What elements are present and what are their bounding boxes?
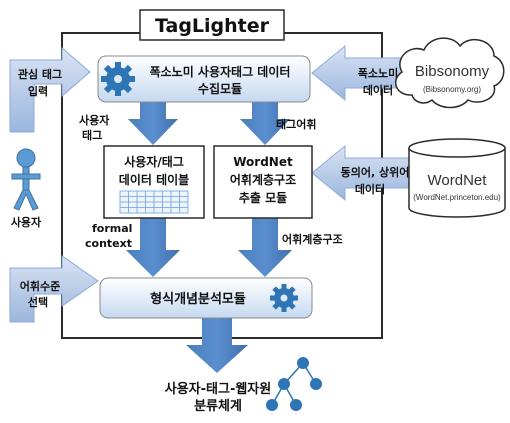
bibsonomy-cloud-icon (394, 37, 505, 109)
bibsonomy-name: Bibsonomy (415, 63, 490, 80)
module-wordnet-line2: 어휘계층구조 (230, 172, 296, 187)
label-formal: formal (92, 222, 132, 235)
taxonomy-tree-icon (266, 357, 322, 411)
label-interest-input: 입력 (28, 85, 48, 98)
module-fca-label: 형식개념분석모듈 (150, 291, 246, 307)
arrow-formal-context (126, 217, 180, 277)
label-folksonomy-data: 데이터 (363, 83, 393, 97)
module-wordnet-extraction (213, 145, 313, 219)
system-title: TagLighter (155, 15, 270, 37)
table-grid-icon (119, 190, 189, 214)
wordnet-database-icon (408, 138, 506, 218)
module-data-collection (97, 55, 311, 103)
wordnet-db-url: (WordNet.princeton.edu) (413, 193, 501, 202)
gear-icon (270, 284, 298, 312)
bibsonomy-url: (Bibsonomy.org) (423, 85, 481, 94)
arrow-user-tag (128, 101, 178, 145)
label-vocab-level: 어휘수준 (20, 279, 60, 293)
arrow-output (186, 318, 248, 373)
label-lexical-hierarchy: 어휘계층구조 (282, 232, 343, 246)
wordnet-db-name: WordNet (428, 172, 488, 189)
output-line2: 분류체계 (194, 399, 242, 414)
module-user-tag-table-line2: 데이터 테이블 (119, 172, 189, 187)
arrow-lexical-hierarchy (238, 217, 292, 277)
user-label: 사용자 (11, 215, 42, 229)
module-wordnet-line1: WordNet (233, 155, 293, 169)
arrow-vocab-level-select (9, 255, 99, 323)
label-user: 사용자 (79, 113, 110, 127)
module-wordnet-line3: 추출 모듈 (239, 190, 287, 205)
label-synonym-hypernym: 동의어, 상위어 (341, 165, 410, 179)
arrow-tag-vocab (240, 101, 290, 145)
output-line1: 사용자-태그-웹자원 (165, 381, 271, 397)
label-vocab-select: 선택 (28, 295, 48, 309)
arrow-synonym-hypernym-data (311, 144, 411, 202)
module-data-collection-line2: 수집모듈 (198, 81, 242, 96)
label-interest-tag: 관심 태그 (18, 67, 62, 81)
label-folksonomy: 폭소노미 (358, 66, 398, 80)
module-user-tag-table-line1: 사용자/태그 (124, 154, 184, 169)
gear-icon (101, 62, 135, 96)
arrow-folksonomy-data (311, 44, 406, 102)
module-data-collection-line1: 폭소노미 사용자태그 데이터 (150, 64, 291, 79)
label-tag-vocab: 태그어휘 (276, 117, 316, 131)
arrow-interest-tag-input (9, 46, 91, 133)
module-fca (99, 277, 313, 319)
title-box (139, 9, 285, 41)
user-actor-icon (11, 148, 41, 211)
label-synonym-data: 데이터 (355, 182, 385, 196)
label-tag: 태그 (82, 128, 102, 142)
label-context: context (85, 237, 132, 250)
